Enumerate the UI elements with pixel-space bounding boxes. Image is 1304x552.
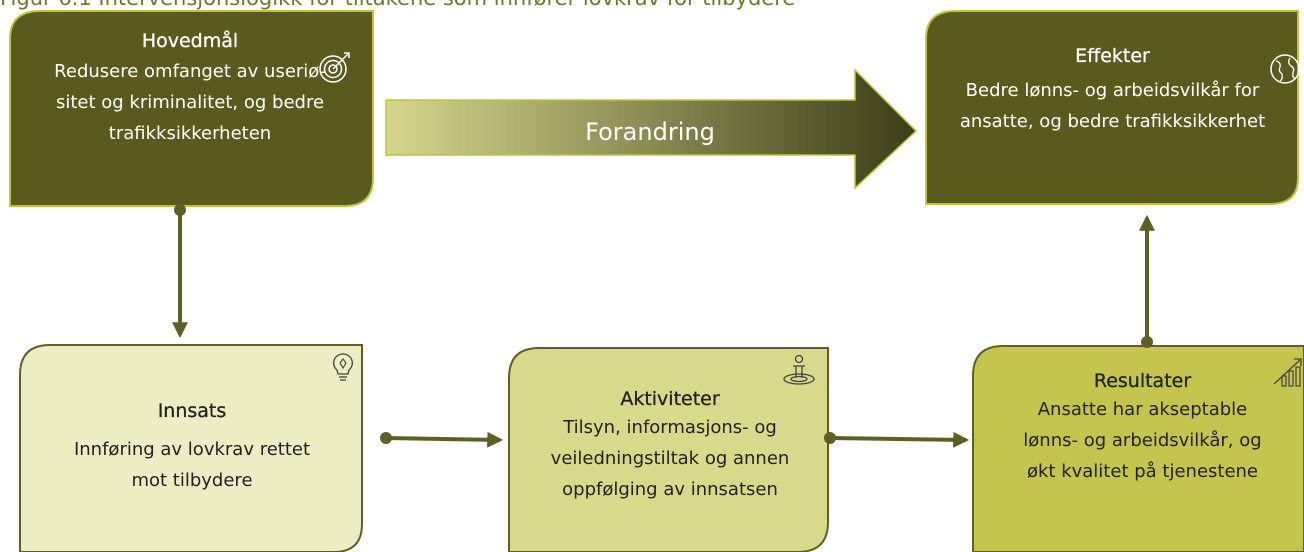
innsats-line-2: mot tilbydere xyxy=(131,470,253,491)
aktiviteter-text: Aktiviteter Tilsyn, informasjons- og vei… xyxy=(515,388,825,505)
hovedmal-line-1: Redusere omfanget av useriø- xyxy=(54,61,326,82)
hovedmal-box xyxy=(9,10,374,207)
innsats-text: Innsats Innføring av lovkrav rettet mot … xyxy=(22,400,362,496)
forandring-arrow xyxy=(385,68,918,190)
target-icon xyxy=(318,50,352,84)
lightbulb-icon xyxy=(330,352,356,384)
connector-aktiviteter-resultater xyxy=(824,431,970,448)
effekter-title: Effekter xyxy=(1075,45,1150,67)
innsats-box xyxy=(19,344,363,552)
resultater-title: Resultater xyxy=(1093,370,1192,392)
effekter-box xyxy=(925,10,1299,205)
effekter-text: Effekter Bedre lønns- og arbeidsvilkår f… xyxy=(930,45,1295,137)
resultater-box xyxy=(972,345,1304,552)
aktiviteter-box xyxy=(508,347,829,552)
globe-icon xyxy=(1268,52,1302,86)
innsats-title: Innsats xyxy=(157,400,227,422)
aktiviteter-title: Aktiviteter xyxy=(620,388,720,410)
hovedmal-line-2: sitet og kriminalitet, og bedre xyxy=(55,92,325,113)
hovedmal-text: Hovedmål Redusere omfanget av useriø- si… xyxy=(15,30,365,149)
connector-resultater-effekter xyxy=(1139,214,1155,348)
resultater-line-3: økt kvalitet på tjenestene xyxy=(1026,461,1259,482)
connector-innsats-aktiviteter xyxy=(380,431,504,448)
effekter-line-2: ansatte, og bedre trafikksikkerhet xyxy=(959,111,1266,132)
aktiviteter-line-3: oppfølging av innsatsen xyxy=(562,479,778,500)
connector-hovedmal-innsats xyxy=(172,204,188,339)
person-target-icon xyxy=(782,354,816,388)
growth-chart-icon xyxy=(1272,354,1304,388)
effekter-line-1: Bedre lønns- og arbeidsvilkår for xyxy=(965,80,1260,101)
hovedmal-line-3: trafikksikkerheten xyxy=(108,123,272,144)
figure-caption: Figur 6.1 Intervensjonslogikk for tiltak… xyxy=(0,0,795,10)
resultater-line-2: lønns- og arbeidsvilkår, og xyxy=(1023,430,1262,451)
resultater-line-1: Ansatte har akseptable xyxy=(1037,399,1248,420)
forandring-label: Forandring xyxy=(585,118,715,146)
hovedmal-title: Hovedmål xyxy=(141,30,239,52)
resultater-text: Resultater Ansatte har akseptable lønns-… xyxy=(985,370,1300,487)
aktiviteter-line-2: veiledningstiltak og annen xyxy=(550,448,790,469)
innsats-line-1: Innføring av lovkrav rettet xyxy=(73,439,311,460)
aktiviteter-line-1: Tilsyn, informasjons- og xyxy=(563,417,777,438)
